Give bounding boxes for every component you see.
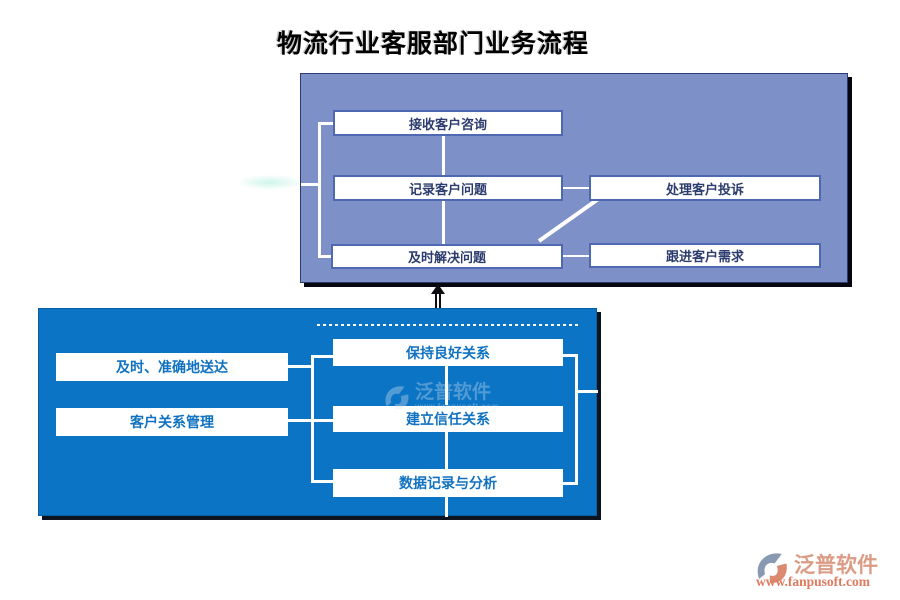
connector-mid-bracket-bottom-stub (311, 480, 333, 483)
connector-left-bracket-vertical (318, 122, 321, 258)
connector-left-bracket-top-stub (318, 122, 333, 125)
connector-delivery-stub (288, 365, 311, 368)
connector-right-edge-line (575, 390, 598, 393)
fanpu-swirl-watermark-icon (385, 386, 409, 410)
arrow-head-up (431, 284, 445, 294)
dotted-divider-line (317, 324, 578, 326)
connector-record-to-resolve (442, 201, 445, 244)
watermark-smudge (238, 175, 302, 190)
connector-goodrel-to-trust (445, 366, 448, 405)
connector-receive-to-record (442, 136, 445, 175)
brand-name: 泛普软件 (794, 554, 878, 577)
page-title: 物流行业客服部门业务流程 (276, 30, 590, 58)
connector-right-bracket-vertical (575, 354, 578, 485)
connector-panel-edge-line (301, 183, 319, 186)
watermark-url: www.fanpusoft.com (415, 401, 500, 411)
node-receive-customer-inquiry: 接收客户咨询 (333, 110, 563, 136)
service-process-panel: 接收客户咨询 记录客户问题 处理客户投诉 及时解决问题 跟进客户需求 (300, 73, 848, 283)
customer-relationship-panel: 及时、准确地送达 客户关系管理 保持良好关系 建立信任关系 数据记录与分析 泛普… (38, 308, 598, 517)
connector-trust-to-data (445, 432, 448, 469)
node-handle-customer-complaint: 处理客户投诉 (589, 175, 821, 201)
connector-resolve-to-handle-diagonal (537, 197, 599, 243)
arrow-shaft (439, 292, 441, 322)
connector-record-to-handle (563, 186, 589, 189)
node-follow-up-customer-needs: 跟进客户需求 (589, 243, 821, 268)
arrow-shaft (435, 292, 437, 322)
connector-right-bracket-bottom-stub (563, 482, 575, 485)
fanpu-watermark: 泛普软件 www.fanpusoft.com (381, 379, 551, 415)
node-maintain-good-relationship: 保持良好关系 (333, 339, 563, 366)
fanpu-swirl-logo-icon (757, 553, 787, 583)
fanpu-brand-footer: 泛普软件 www.fanpusoft.com (750, 546, 896, 594)
connector-crm-to-trust (288, 419, 333, 422)
connector-resolve-to-follow (563, 254, 589, 257)
node-record-customer-issue: 记录客户问题 (333, 175, 563, 201)
node-data-record-analysis: 数据记录与分析 (333, 469, 563, 497)
node-customer-relationship-management: 客户关系管理 (56, 408, 288, 436)
node-build-trust-relationship: 建立信任关系 (333, 406, 563, 432)
connector-left-bracket-bottom-stub (318, 255, 332, 258)
connector-right-bracket-top-stub (563, 354, 575, 357)
brand-url: www.fanpusoft.com (756, 574, 871, 589)
watermark-text: 泛普软件 (415, 381, 492, 403)
connector-mid-bracket-top-stub (311, 355, 333, 358)
node-timely-accurate-delivery: 及时、准确地送达 (56, 353, 288, 381)
connector-data-to-bottom-edge (445, 497, 448, 517)
node-resolve-issue-promptly: 及时解决问题 (331, 244, 563, 269)
